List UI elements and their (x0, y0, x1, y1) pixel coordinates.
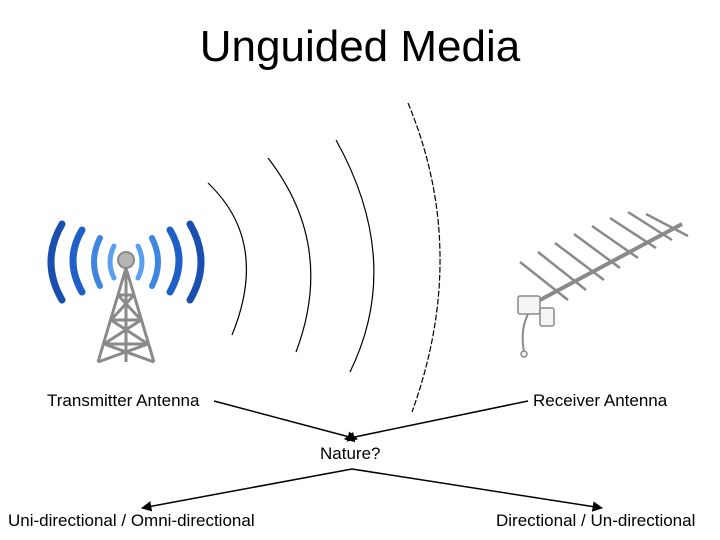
transmitter-tower-icon (47, 220, 205, 364)
receiver-antenna-icon (517, 210, 689, 358)
transmitter-label: Transmitter Antenna (47, 391, 200, 410)
diverging-arrows (140, 468, 604, 512)
nature-question-label: Nature? (320, 444, 381, 463)
slide-title: Unguided Media (199, 22, 521, 71)
right-option-label: Directional / Un-directional (496, 511, 696, 530)
converging-arrows (213, 400, 529, 443)
signal-wave-arcs (207, 102, 441, 413)
receiver-label: Receiver Antenna (533, 391, 668, 410)
left-option-label: Uni-directional / Omni-directional (8, 511, 255, 530)
